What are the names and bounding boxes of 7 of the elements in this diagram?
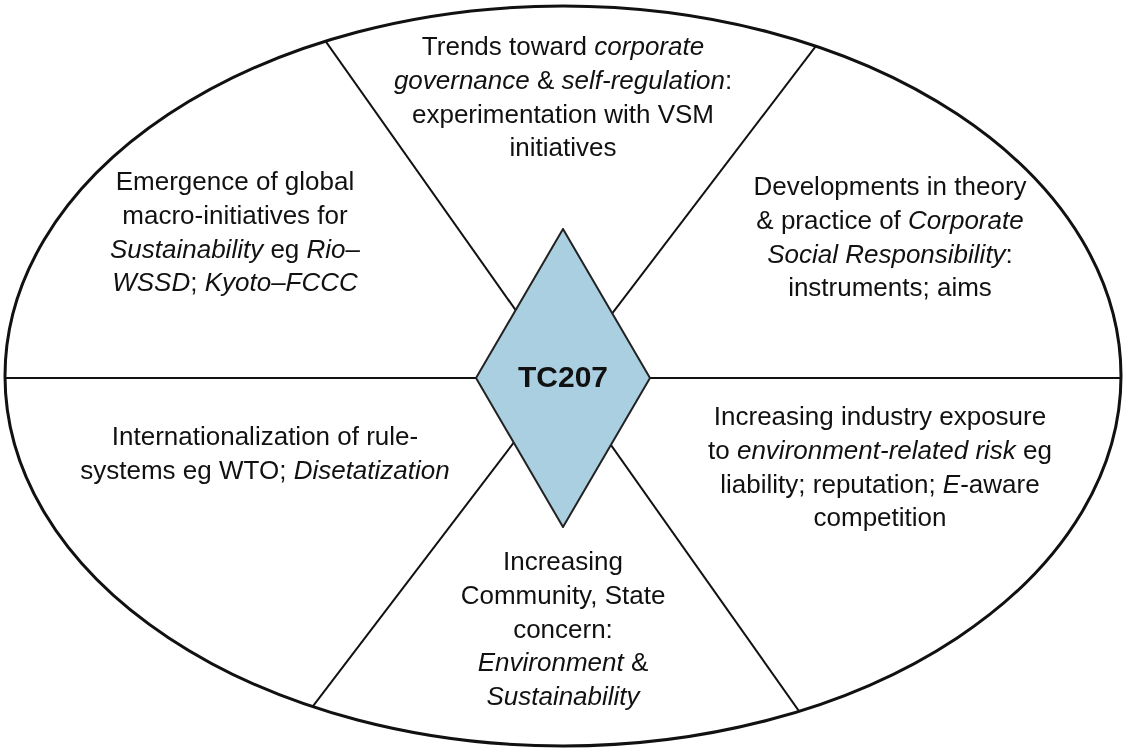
sector-text: Trends toward corporate governance & self-regulation: experimentation with VSM initiatives [393, 30, 733, 165]
sector-text: Increasing Community, State concern: Environment & Sustainability [459, 545, 667, 714]
sector-text: Emergence of global macro-initiatives for Sustainability eg Rio–WSSD; Kyoto–FCCC [108, 165, 362, 300]
center-label: TC207 [516, 360, 609, 394]
sector-text: Increasing industry exposure to environment-related risk eg liability; reputation; E-aware competition [707, 400, 1053, 535]
sector-text: Internationalization of rule-systems eg WTO; Disetatization [80, 420, 450, 487]
sector-text: Developments in theory & practice of Corporate Social Responsibility: instruments; aims [752, 170, 1028, 305]
